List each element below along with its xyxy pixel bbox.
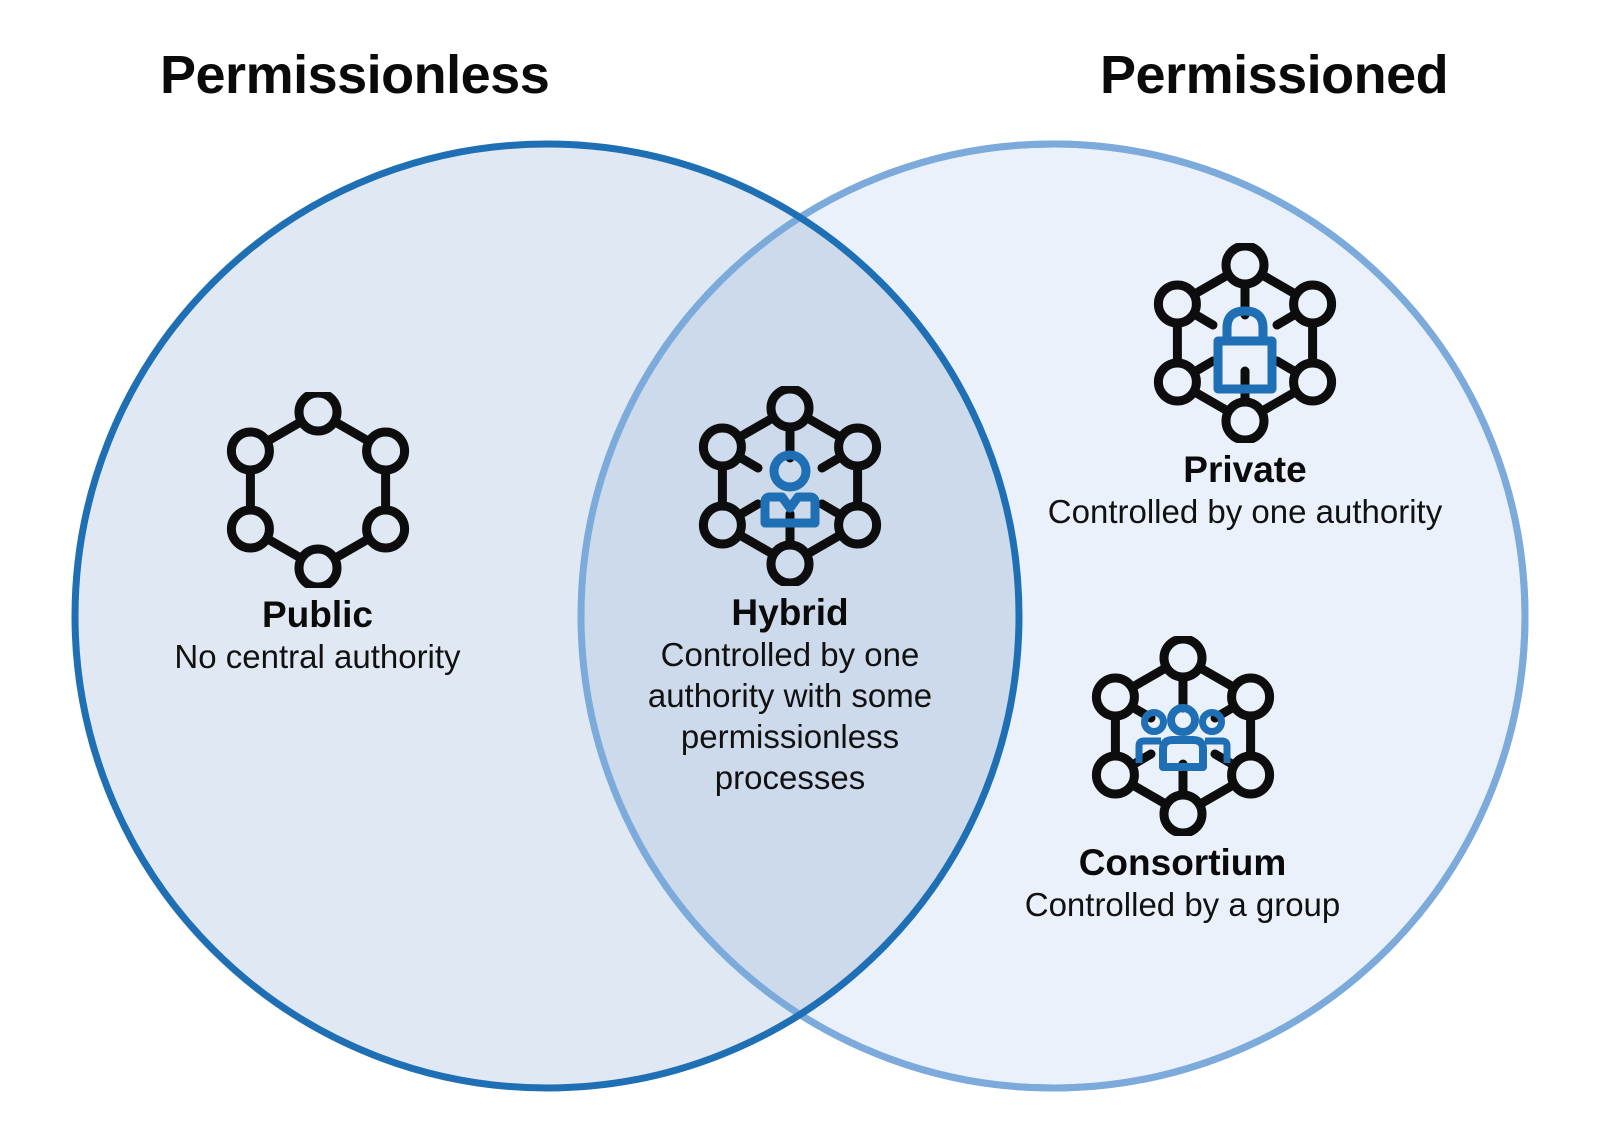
venn-circle-permissioned-outline: [577, 140, 1529, 1092]
region-private: Private Controlled by one authority: [1005, 243, 1485, 533]
region-public-description-line: No central authority: [174, 638, 461, 676]
region-hybrid-description-line: Controlled by one: [660, 636, 920, 674]
hexagon-network-person-icon: [698, 386, 882, 586]
region-hybrid-description: Controlled by one authority with some pe…: [625, 635, 955, 799]
region-hybrid-description-line: permissionless: [680, 718, 900, 756]
region-private-description-line: Controlled by one authority: [1047, 493, 1443, 531]
heading-permissionless: Permissionless: [160, 45, 550, 105]
region-consortium-description: Controlled by a group: [975, 885, 1390, 926]
region-hybrid-description-line: authority with some: [647, 677, 933, 715]
hexagon-network-lock-icon: [1153, 243, 1337, 443]
hexagon-network-group-icon: [1091, 636, 1274, 836]
region-public: Public No central authority: [120, 392, 515, 678]
region-private-title: Private: [1183, 449, 1307, 490]
region-hybrid: Hybrid Controlled by one authority with …: [625, 386, 955, 799]
region-hybrid-description-line: processes: [714, 759, 866, 797]
region-public-title: Public: [261, 594, 374, 635]
venn-overlap-region: [581, 144, 1019, 1088]
region-consortium-title: Consortium: [1078, 842, 1287, 883]
region-hybrid-title: Hybrid: [731, 592, 849, 633]
region-public-description: No central authority: [120, 637, 515, 678]
venn-circle-permissionless-outline: [71, 140, 1023, 1092]
region-consortium: Consortium Controlled by a group: [975, 636, 1390, 926]
region-private-description: Controlled by one authority: [1005, 492, 1485, 533]
hexagon-nodes-icon: [226, 392, 409, 588]
region-consortium-description-line: Controlled by a group: [1024, 886, 1341, 924]
heading-permissioned: Permissioned: [1100, 45, 1449, 105]
